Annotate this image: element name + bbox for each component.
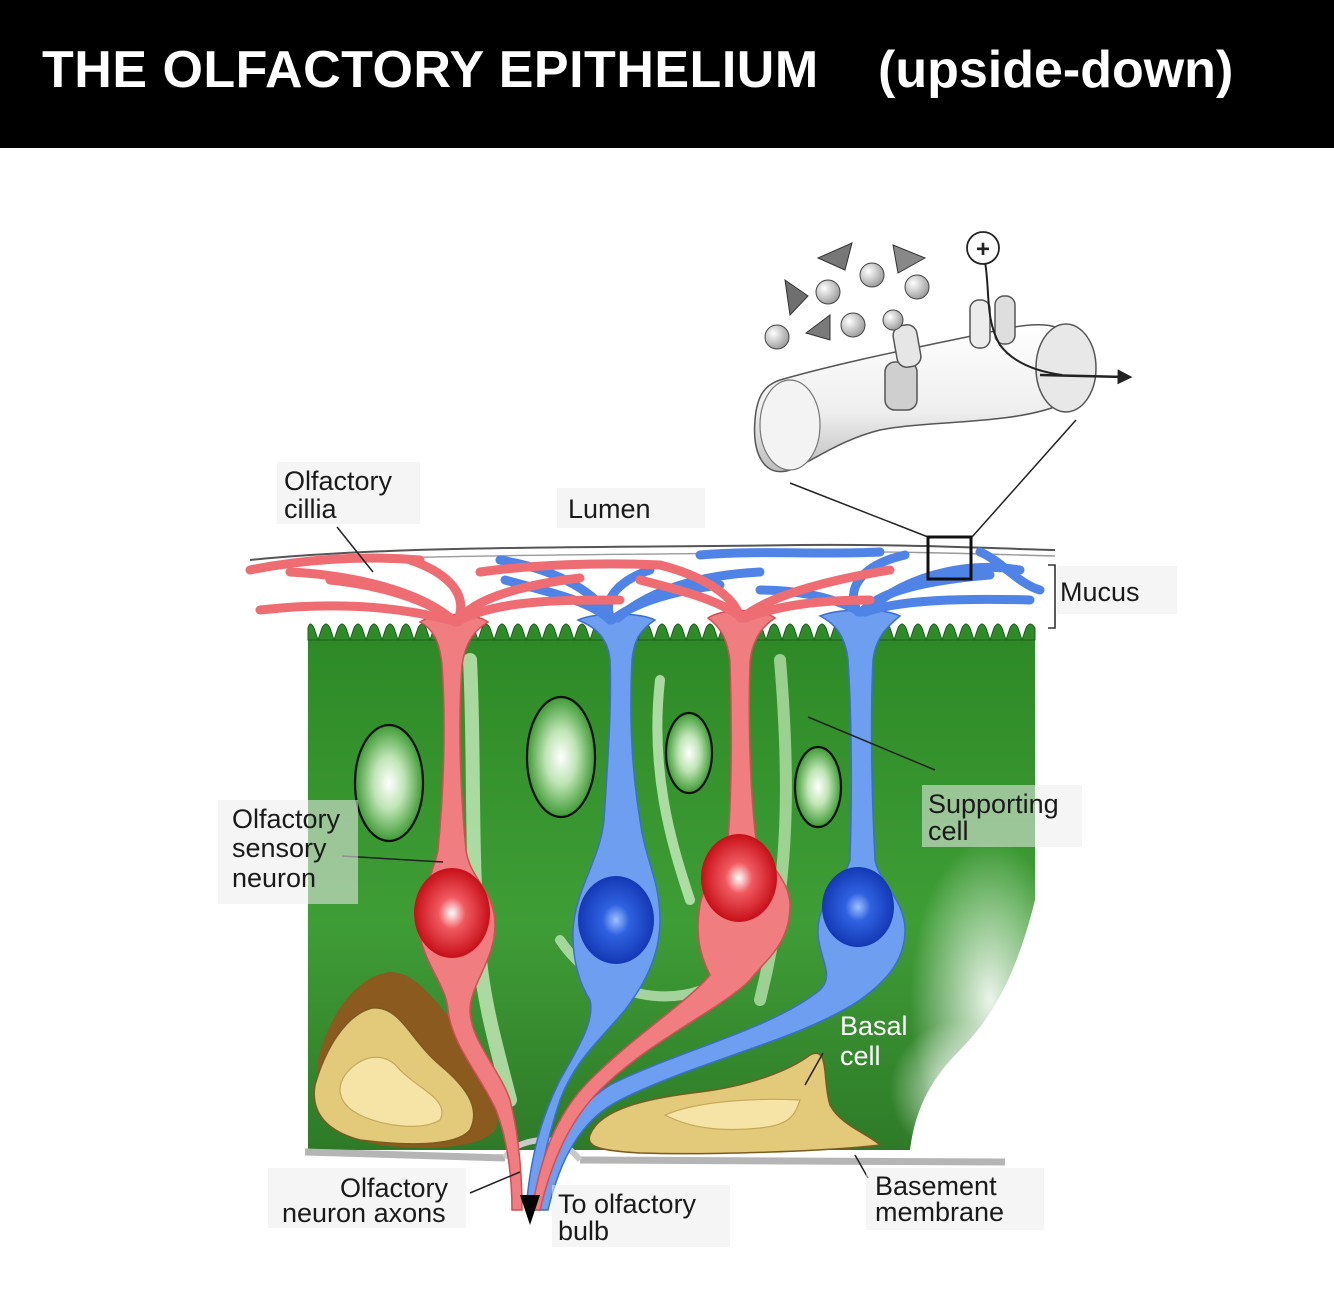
red-neuron-1 (414, 613, 523, 1211)
label-olfactory-cilia-2: cillia (284, 494, 337, 524)
positive-ion-symbol: + (976, 236, 990, 263)
blue-neuron-2 (539, 609, 906, 1211)
page-subtitle: (upside-down) (878, 41, 1234, 99)
label-mucus: Mucus (1060, 577, 1140, 607)
basement-membrane (304, 1148, 1006, 1166)
signal-arrow (1039, 369, 1133, 385)
cilium-cross-section (1035, 323, 1097, 413)
label-supporting-cell-2: cell (928, 816, 969, 846)
positive-ion-icon (966, 231, 1000, 265)
supporting-cell-nucleus (525, 695, 597, 819)
label-basal-cell-1: Basal (840, 1011, 908, 1041)
red-neuron-2 (531, 609, 791, 1211)
olfactory-cilia (245, 547, 1045, 627)
supporting-cell-nucleus (793, 745, 843, 829)
label-supporting-cell-1: Supporting (928, 789, 1059, 819)
basal-cell-left (313, 972, 500, 1148)
axon-arrow (520, 1195, 540, 1225)
label-basement-membrane-2: membrane (875, 1197, 1004, 1227)
label-basal-cell-2: cell (840, 1041, 881, 1071)
ion-channel (969, 299, 991, 349)
title-bar: THE OLFACTORY EPITHELIUM (upside-down) (0, 0, 1334, 148)
supporting-cell-nucleus (353, 723, 425, 843)
labels: Olfactory cillia Lumen Mucus Supporting … (218, 462, 1177, 1247)
label-axons-2: neuron axons (282, 1198, 446, 1228)
label-to-olfactory-bulb-1: To olfactory (558, 1189, 697, 1219)
page-title: THE OLFACTORY EPITHELIUM (42, 41, 819, 99)
label-to-olfactory-bulb-2: bulb (558, 1216, 609, 1246)
supporting-cell-nucleus (664, 711, 714, 795)
mucus-bracket (1048, 564, 1056, 629)
label-sensory-neuron-3: neuron (232, 863, 316, 893)
label-sensory-neuron-2: sensory (232, 833, 327, 863)
odorant-molecules (764, 242, 930, 350)
cilium-inset: + (753, 231, 1133, 538)
label-olfactory-cilia-1: Olfactory (284, 466, 393, 496)
label-sensory-neuron-1: Olfactory (232, 804, 341, 834)
leader-lines (336, 526, 936, 1194)
label-lumen: Lumen (568, 494, 651, 524)
label-basement-membrane-1: Basement (875, 1171, 997, 1201)
label-axons-1: Olfactory (340, 1173, 449, 1203)
basal-cell-right (588, 1052, 882, 1155)
receptor-protein (884, 361, 918, 411)
zoom-box (926, 535, 973, 581)
